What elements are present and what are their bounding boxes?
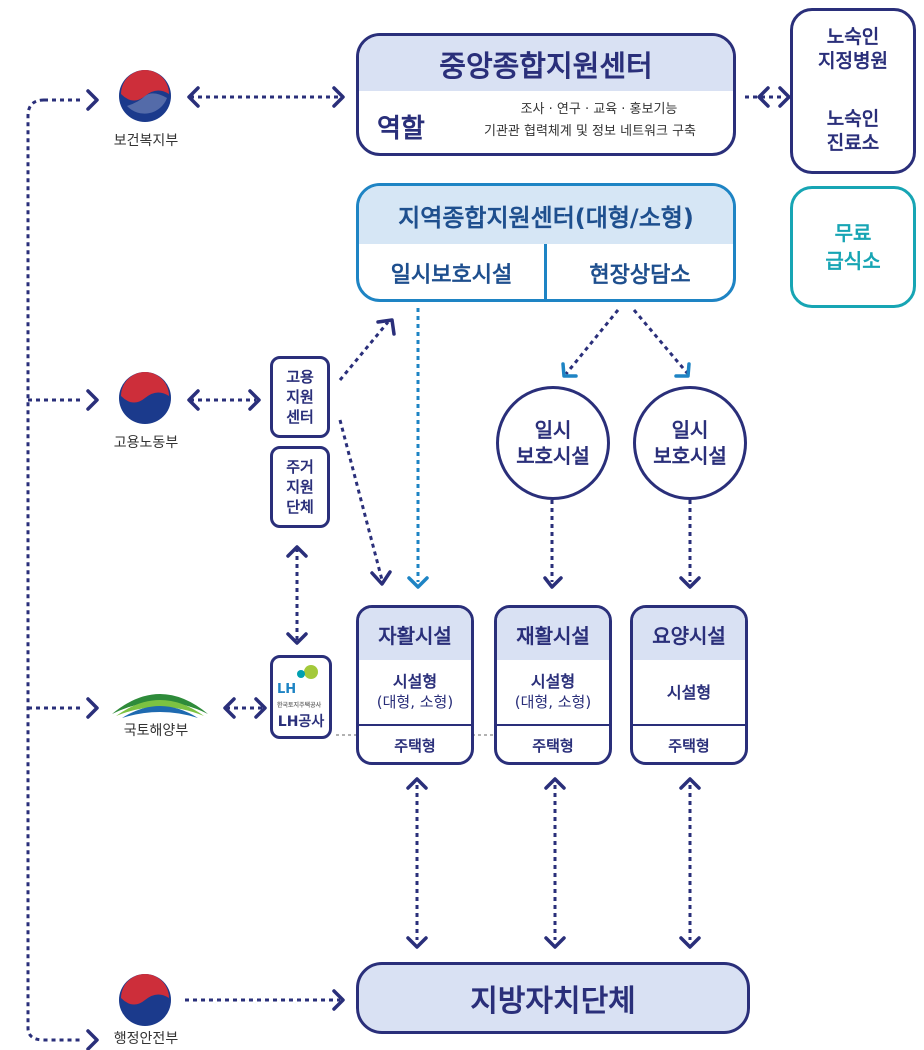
ministry-label-land: 국토해양부 [123,723,189,739]
housing-line-3: 단체 [286,498,314,516]
central-title: 중앙종합지원센터 [359,36,733,91]
circle-line-2: 보호시설 [653,444,727,468]
ministry-label-health: 보건복지부 [113,133,179,149]
role-line-2: 기관관 협력체계 및 정보 네트워크 구축 [483,124,697,139]
lh-logo-icon [297,665,318,679]
nursing-facility: 요양시설 시설형 주택형 [630,605,748,765]
facility-title: 재활시설 [497,608,609,660]
clinic-line-1: 노숙인 [826,108,880,130]
facility-housing-type: 주택형 [359,724,471,762]
facility-housing-type: 주택형 [633,724,745,762]
regional-support-center: 지역종합지원센터(대형/소형) 일시보호시설 현장상담소 [356,183,736,302]
self-support-facility: 자활시설 시설형 (대형, 소형) 주택형 [356,605,474,765]
ministry-label-safety: 행정안전부 [113,1031,179,1047]
lh-corporation-box: LH 한국토지주택공사 LH공사 [270,655,332,739]
lh-label: LH공사 [277,714,325,730]
emp-line-1: 고용 [286,368,314,386]
facility-type: 시설형 [666,682,712,702]
facility-housing-type: 주택형 [497,724,609,762]
government-emblem-icon [119,70,171,122]
housing-line-1: 주거 [286,458,314,476]
lh-logo-subtext: 한국토지주택공사 [277,702,322,709]
designated-hospital-box: 노숙인 지정병원 노숙인 진료소 [790,8,916,174]
circle-line-2: 보호시설 [516,444,590,468]
emp-line-2: 지원 [286,388,314,406]
role-label: 역할 [377,114,425,144]
meal-line-1: 무료 [834,221,872,245]
hospital-line-2: 지정병원 [818,50,888,72]
central-support-center: 중앙종합지원센터 역할 조사 · 연구 · 교육 · 홍보기능 기관관 협력체계… [356,33,736,156]
hospital-line-1: 노숙인 [826,26,880,48]
facility-title: 요양시설 [633,608,745,660]
meal-line-2: 급식소 [825,249,881,273]
emp-line-3: 센터 [286,408,314,426]
circle-line-1: 일시 [534,418,572,442]
ministry-label-labor: 고용노동부 [113,435,179,451]
government-emblem-icon [119,974,171,1026]
circle-line-1: 일시 [671,418,709,442]
facility-size: (대형, 소형) [376,693,454,711]
lh-logo-text: LH [277,682,297,697]
free-meal-box: 무료 급식소 [790,186,916,308]
facility-title: 자활시설 [359,608,471,660]
field-counseling-label: 현장상담소 [589,263,691,288]
government-emblem-icon [119,372,171,424]
facility-type: 시설형 [392,672,438,691]
rehabilitation-facility: 재활시설 시설형 (대형, 소형) 주택형 [494,605,612,765]
land-ministry-logo-icon [112,694,208,718]
temporary-shelter-label: 일시보호시설 [359,244,547,299]
role-line-1: 조사 · 연구 · 교육 · 홍보기능 [520,102,678,117]
facility-type: 시설형 [530,672,576,691]
facility-size: (대형, 소형) [514,693,592,711]
regional-title: 지역종합지원센터(대형/소형) [359,186,733,244]
local-government: 지방자치단체 [356,962,750,1034]
housing-line-2: 지원 [286,478,314,496]
clinic-line-2: 진료소 [826,132,880,154]
